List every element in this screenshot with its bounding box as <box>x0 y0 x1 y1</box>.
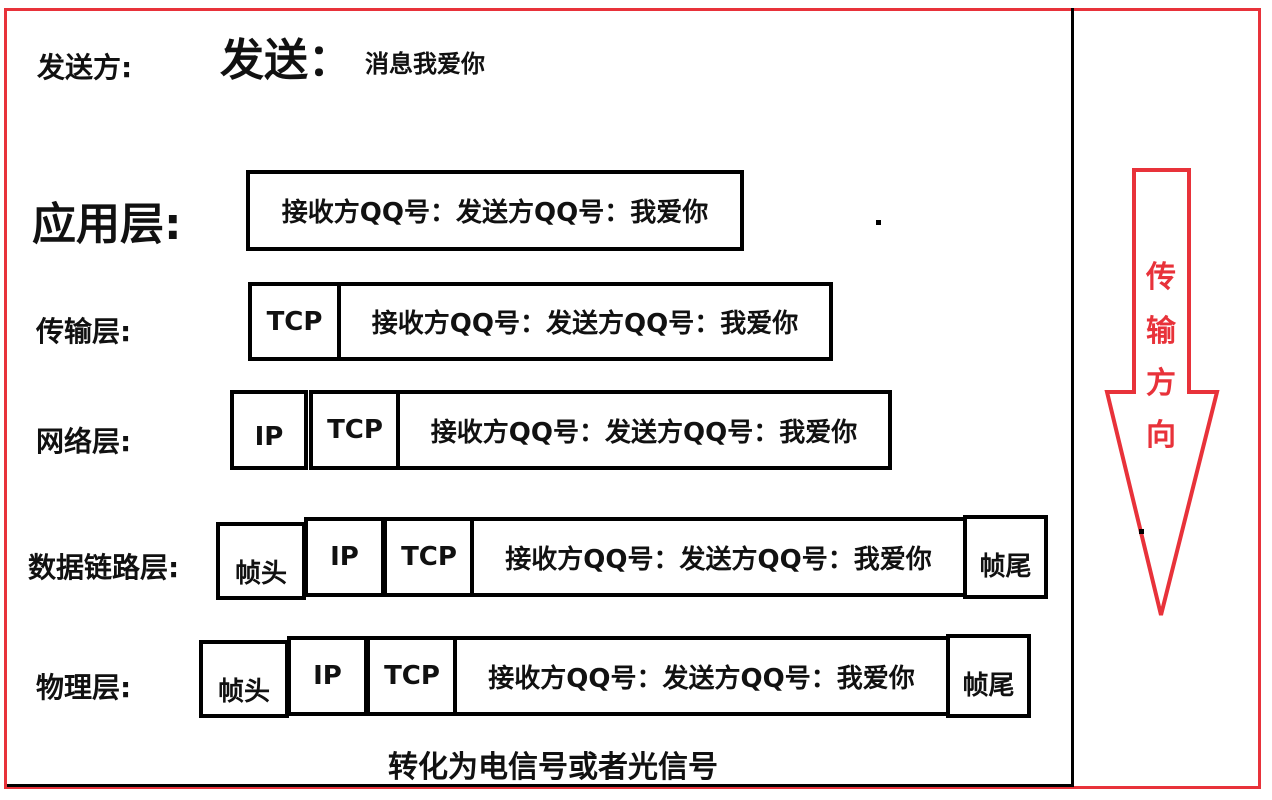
direction-char: 向 <box>1146 418 1176 453</box>
tcp-header-box: TCP <box>309 390 401 470</box>
transport-payload-box: 接收方QQ号：发送方QQ号：我爱你 <box>337 282 833 361</box>
payload-text: 接收方QQ号：发送方QQ号：我爱你 <box>488 663 915 694</box>
layer-label-datalink: 数据链路层: <box>28 551 180 584</box>
direction-arrow-icon <box>1104 168 1220 616</box>
frame-head-text: 帧头 <box>234 559 287 589</box>
frame-head-box: 帧头 <box>216 522 306 600</box>
ip-header-box: IP <box>287 636 368 716</box>
ip-header-box: IP <box>304 517 385 597</box>
stray-dot <box>1139 529 1144 534</box>
datalink-payload-box: 接收方QQ号：发送方QQ号：我爱你 <box>470 517 967 597</box>
ip-text: IP <box>313 661 342 691</box>
ip-text: IP <box>330 542 359 572</box>
tcp-text: TCP <box>401 542 457 572</box>
network-payload-box: 接收方QQ号：发送方QQ号：我爱你 <box>396 390 892 470</box>
tcp-text: TCP <box>327 415 383 445</box>
tcp-text: TCP <box>384 661 440 691</box>
direction-char: 方 <box>1146 366 1176 401</box>
tcp-text: TCP <box>266 306 323 337</box>
ip-header-box: IP <box>230 390 308 470</box>
stray-dot <box>876 220 881 225</box>
payload-text: 接收方QQ号：发送方QQ号：我爱你 <box>281 198 709 228</box>
frame-head-text: 帧头 <box>217 677 270 707</box>
direction-char: 输 <box>1146 314 1176 349</box>
payload-text: 接收方QQ号：发送方QQ号：我爱你 <box>505 544 932 575</box>
tcp-header-box: TCP <box>383 517 475 597</box>
tcp-header-box: TCP <box>248 282 341 361</box>
send-label: 发送： <box>220 35 352 86</box>
ip-text: IP <box>254 422 284 452</box>
outer-frame <box>4 8 1261 789</box>
frame-tail-box: 帧尾 <box>946 634 1031 718</box>
sender-label: 发送方: <box>37 51 133 84</box>
footer-note: 转化为电信号或者光信号 <box>388 750 718 785</box>
payload-text: 接收方QQ号：发送方QQ号：我爱你 <box>430 417 858 448</box>
frame-tail-text: 帧尾 <box>962 671 1015 701</box>
direction-char: 传 <box>1146 260 1176 295</box>
layer-label-physical: 物理层: <box>36 671 132 704</box>
physical-payload-box: 接收方QQ号：发送方QQ号：我爱你 <box>453 636 950 716</box>
application-payload-box: 接收方QQ号：发送方QQ号：我爱你 <box>246 170 744 251</box>
frame-head-box: 帧头 <box>199 640 289 718</box>
message-text: 消息我爱你 <box>365 50 485 78</box>
diagram-panel <box>7 8 1074 787</box>
tcp-header-box: TCP <box>366 636 458 716</box>
payload-text: 接收方QQ号：发送方QQ号：我爱你 <box>371 309 799 339</box>
layer-label-network: 网络层: <box>36 425 132 458</box>
layer-label-application: 应用层: <box>32 199 182 250</box>
frame-tail-text: 帧尾 <box>979 552 1032 582</box>
layer-label-transport: 传输层: <box>36 315 132 348</box>
frame-tail-box: 帧尾 <box>963 515 1048 599</box>
